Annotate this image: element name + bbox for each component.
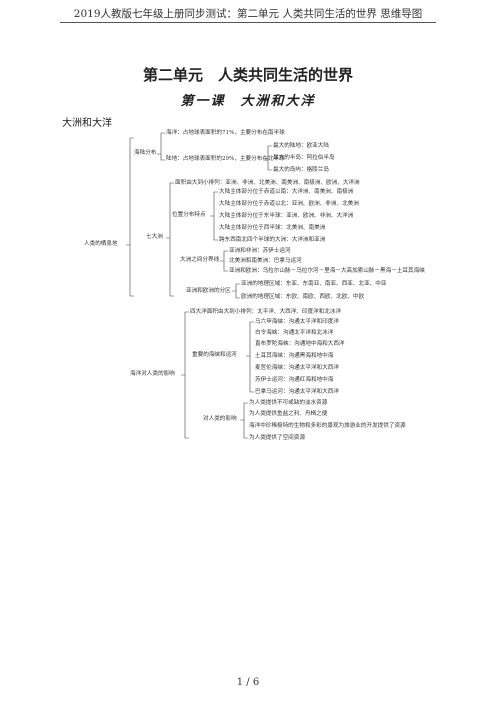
page-header: 2019人教版七年级上册同步测试：第二单元 人类共同生活的世界 思维导图 <box>73 8 423 20</box>
asia-europe-item-1: 欧洲的地理区域：东欧、南欧、西欧、北欧、中欧 <box>241 294 365 300</box>
land-item: 陆地：占地球表面积的29%，主要分布在北半球 <box>166 156 285 162</box>
node-position: 位置分布特点 <box>172 212 206 218</box>
strait-item-6: 巴拿马运河：沟通太平洋和大西洋 <box>255 389 339 395</box>
boundary-item-1: 北美洲和南美洲：巴拿马运河 <box>229 258 302 264</box>
section-title: 大洲和大洋 <box>62 118 112 129</box>
root-habitat: 人类的栖息地 <box>84 241 118 247</box>
page-number: 1 / 6 <box>236 677 260 688</box>
header-rule <box>60 22 436 23</box>
strait-item-2: 直布罗陀海峡：沟通地中海和大西洋 <box>255 341 345 347</box>
node-boundary: 大洲之间分界线 <box>180 257 220 263</box>
bracket-continents <box>166 182 174 297</box>
strait-item-1: 白令海峡：沟通太平洋和北冰洋 <box>255 330 334 336</box>
bracket-position <box>210 191 218 241</box>
strait-item-3: 土耳其海峡：沟通黑海和地中海 <box>255 353 334 359</box>
node-straits: 重要的海峡和运河 <box>192 352 237 358</box>
bracket-land-sub <box>264 145 272 171</box>
position-item-2: 大陆主体部分位于东半球：亚洲、欧洲、非洲、大洋洲 <box>219 213 354 219</box>
unit-title: 第二单元 人类共同生活的世界 <box>142 66 353 84</box>
bracket-root1 <box>126 137 134 297</box>
ocean-item: 海洋：占地球表面积的71%，主要分布在南半球 <box>166 130 285 136</box>
land-sub-0: 最大的陆地：欧亚大陆 <box>273 143 329 149</box>
impact-item-2: 海洋中珍稀极特的生物和多彩的景观为旅游业的开发提供了资源 <box>249 423 406 429</box>
bracket-root2 <box>181 311 189 439</box>
node-asia-europe: 亚洲和欧洲的分区 <box>186 288 231 294</box>
land-sub-2: 最大的岛屿：格陵兰岛 <box>273 167 329 173</box>
position-item-3: 大陆主体部分位于西半球：北美洲、南美洲 <box>219 225 326 231</box>
impact-item-1: 为人类提供鱼盐之利、舟楫之便 <box>249 411 328 417</box>
bracket-land-sea <box>157 132 165 161</box>
strait-item-4: 麦哲伦海峡：沟通太平洋和大西洋 <box>255 365 339 371</box>
oceans-order: 四大洋面积由大到小排列：太平洋、大西洋、印度洋和北冰洋 <box>190 309 342 315</box>
boundary-item-2: 亚洲和欧洲：乌拉尔山脉－乌拉尔河－里海－大高加索山脉－黑海－土耳其海峡 <box>229 268 425 274</box>
impact-item-0: 为人类提供不可或缺的淡水资源 <box>249 400 328 406</box>
impact-item-3: 为人类提供了空间资源 <box>249 435 305 441</box>
root-ocean-impact: 海洋对人类的影响 <box>130 371 175 377</box>
bracket-asia-europe <box>232 283 240 299</box>
asia-europe-item-0: 亚洲的地理区域：东亚、东南亚、南亚、西亚、北亚、中亚 <box>241 281 387 287</box>
boundary-item-0: 亚洲和非洲：苏伊士运河 <box>229 248 291 254</box>
position-item-1: 大陆主体部分位于赤道以北：亚洲、欧洲、非洲、北美洲 <box>219 201 359 207</box>
bracket-straits <box>246 321 254 393</box>
bracket-impact <box>240 402 248 439</box>
position-item-0: 大陆主体部分位于赤道以南：大洋洲、南美洲、南极洲 <box>219 189 354 195</box>
area-order: 面积由大到小排列：亚洲、非洲、北美洲、南美洲、南极洲、欧洲、大洋洲 <box>175 180 360 186</box>
node-continents: 七大洲 <box>146 234 163 240</box>
bracket-boundary <box>220 250 228 272</box>
node-land-sea: 海陆分布 <box>134 150 157 156</box>
lesson-title: 第一课 大洲和大洋 <box>180 94 316 109</box>
strait-item-0: 马六甲海峡：沟通太平洋和印度洋 <box>255 319 339 325</box>
node-impact: 对人类的影响 <box>203 416 237 422</box>
land-sub-1: 最大的半岛：阿拉伯半岛 <box>273 155 335 161</box>
strait-item-5: 苏伊士运河：沟通红海和地中海 <box>255 377 334 383</box>
position-item-4: 跨东西南北四个半球的大洲：大洋洲和亚洲 <box>219 237 326 243</box>
